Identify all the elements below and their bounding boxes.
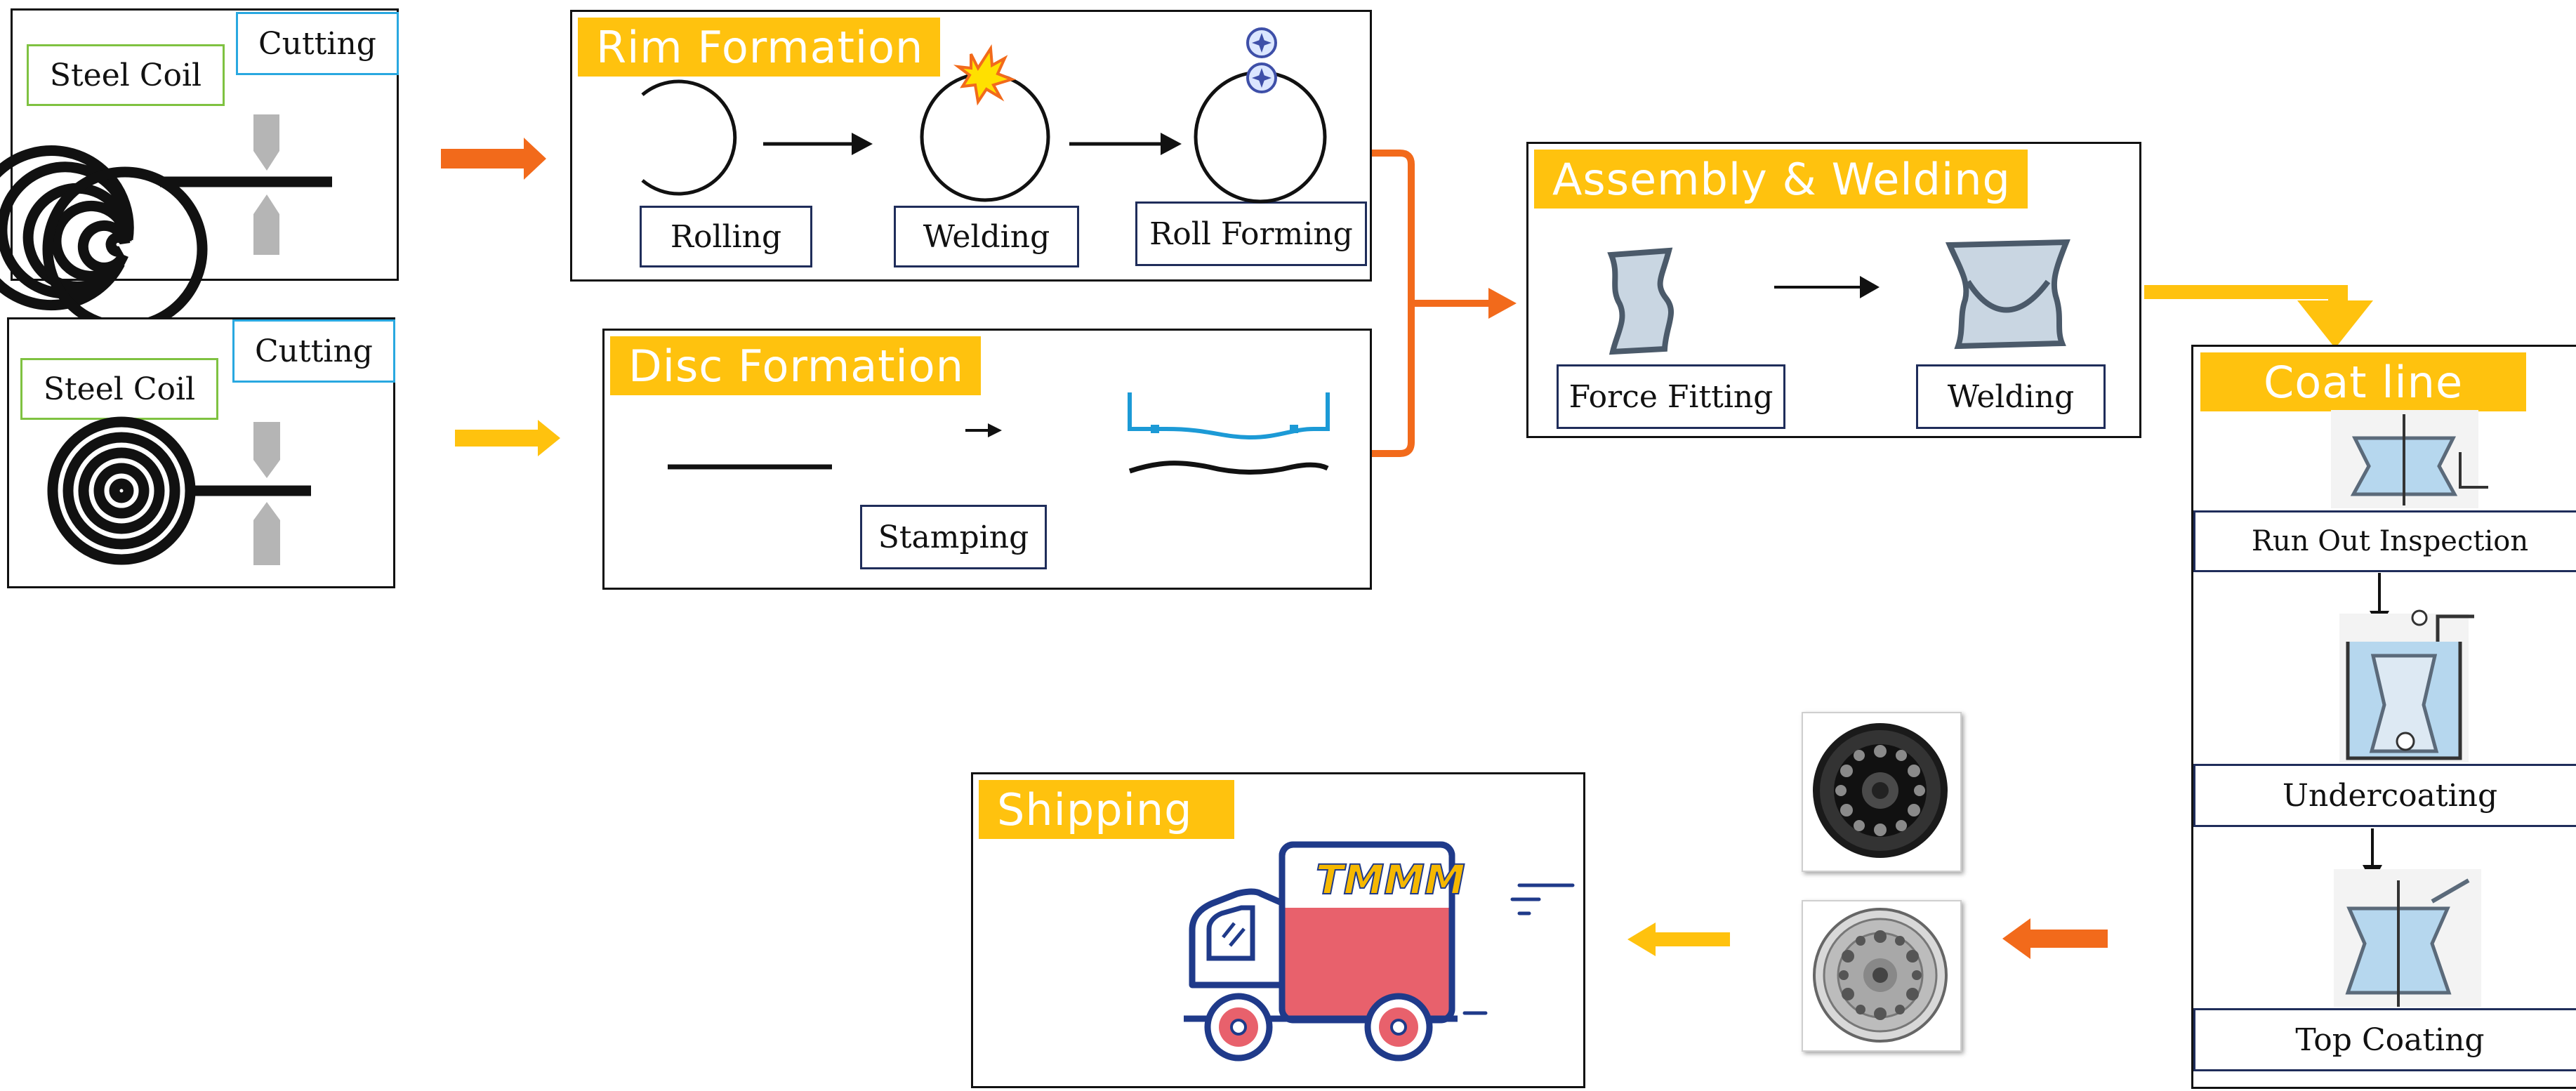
coat-line-diagram [2331,410,2488,1007]
rolling-label: Rolling [640,206,812,267]
disc-process-diagram [668,392,1330,475]
shipping-panel: Shipping TMMM [971,772,1585,1088]
weld-spark-icon [953,44,1017,106]
welding-label: Welding [894,206,1079,267]
stamping-label: Stamping [860,505,1047,569]
orange-merge-arrow-icon [1372,150,1517,457]
silver-wheel-image [1802,900,1962,1052]
truck-logo: TMMM [1316,856,1465,904]
assembly-welding-title: Assembly & Welding [1534,150,2028,209]
assembly-welding-panel: Assembly & Welding Force Fitting Welding [1526,142,2141,438]
steel-coil-icon [47,416,311,565]
rim-process-diagram [641,27,1327,204]
coat-line-title: Coat line [2200,352,2527,411]
black-wheel-image [1802,712,1962,872]
raw-material-panel-2: Steel Coil Cutting [7,317,395,588]
cutting-label: Cutting [236,12,399,75]
yellow-arrow-icon [455,420,560,456]
run-out-machine-icon [2331,410,2488,508]
steel-coil-label: Steel Coil [20,358,218,420]
yellow-arrow-left-icon [1627,923,1730,956]
steel-coil-icon [0,114,332,332]
orange-arrow-left-icon [2002,918,2108,959]
delivery-truck-icon: TMMM [1184,841,1575,1062]
cutting-label: Cutting [232,319,395,383]
truck-rear-wheel [1364,993,1433,1062]
truck-front-wheel [1204,993,1273,1062]
steel-coil-label: Steel Coil [27,44,225,106]
roll-forming-label: Roll Forming [1135,201,1367,266]
top-coating-label: Top Coating [2193,1008,2576,1071]
orange-arrow-icon [441,138,546,180]
raw-material-panel-1: Steel Coil Cutting [0,8,399,332]
rim-formation-title: Rim Formation [578,18,941,77]
undercoating-tank-icon [2339,609,2474,762]
assembly-welding-label: Welding [1916,364,2106,429]
shipping-title: Shipping [979,780,1235,839]
run-out-inspection-label: Run Out Inspection [2193,510,2576,572]
undercoating-label: Undercoating [2193,764,2576,827]
disc-formation-title: Disc Formation [610,336,982,395]
yellow-arrow-down-icon [2144,285,2373,348]
assembly-diagram [1607,239,2070,355]
top-coating-machine-icon [2334,869,2481,1007]
disc-formation-panel: Disc Formation Stamping [602,329,1372,590]
rim-formation-panel: Rim Formation Rolling Welding Roll Formi… [570,10,1372,282]
coat-line-panel: Coat line Run Out Inspection Undercoatin… [2191,345,2576,1089]
force-fitting-label: Force Fitting [1557,364,1785,429]
